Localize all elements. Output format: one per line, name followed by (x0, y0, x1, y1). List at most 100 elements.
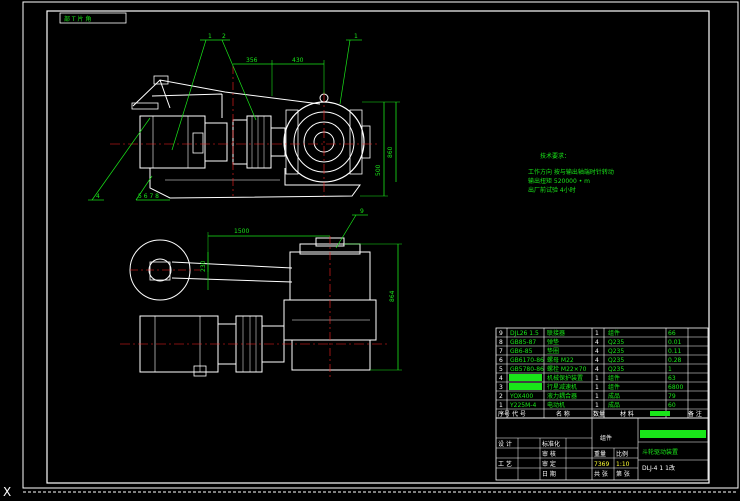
assembly-label: 组件 (600, 434, 612, 442)
dim-1500-text: 1500 (234, 228, 249, 235)
gearbox-bottom (291, 339, 371, 371)
tb-sheet-no: 第 张 (616, 470, 630, 478)
part-no: 3 (499, 384, 503, 391)
part-name: 螺母 M22 (547, 356, 574, 364)
corner-x-mark: X (3, 485, 11, 499)
dim-430-text: 430 (292, 57, 304, 64)
part-no: 6 (499, 357, 503, 364)
plan-view: 1500 230 864 9 (120, 208, 402, 380)
tb-standardize: 标准化 (542, 440, 560, 448)
part-material: 成品 (608, 401, 620, 409)
part-code: DJL26 1.5 (510, 330, 539, 337)
header-qty: 数量 (593, 410, 605, 418)
tb-date: 日 期 (542, 470, 556, 478)
leader-1-right: 1 (354, 33, 358, 40)
motor-body (139, 115, 206, 169)
drawing-name-bar (640, 430, 706, 438)
coupling-left (232, 119, 248, 165)
tb-process: 工 艺 (498, 460, 512, 468)
dim-500-text: 500 (375, 164, 382, 176)
leader-2-top: 2 (222, 33, 226, 40)
part-name: 联接器 (547, 329, 565, 337)
part-name: 机械保护装置 (547, 374, 583, 382)
dim-230-text: 230 (200, 260, 207, 272)
header-name: 名 称 (556, 410, 570, 418)
part-code: GB6170-86 (510, 357, 544, 364)
tb-scale: 1:10 (616, 461, 630, 468)
part-qty: 1 (595, 402, 599, 409)
part-no: 9 (499, 330, 503, 337)
part-material: 组件 (608, 374, 620, 382)
part-name: 垫圈 (547, 347, 559, 355)
part-qty: 4 (595, 366, 599, 373)
drawing-name: 斗轮驱动装置 (642, 448, 678, 456)
header-note: 备 注 (688, 410, 702, 418)
tech-requirements: 技术要求： 工作方向 按与输出轴端时针转动 输出扭矩 520000 • m 出厂… (528, 152, 614, 194)
part-code: GB6-85 (510, 348, 533, 355)
part-qty: 4 (595, 348, 599, 355)
dim-864-text: 864 (389, 290, 396, 302)
tb-scale-label: 比例 (616, 450, 628, 458)
leader-4: 4 (96, 193, 100, 200)
part-mass: 0.11 (668, 348, 682, 355)
leader-1-top: 1 (208, 33, 212, 40)
tb-sheets: 共 张 (594, 470, 608, 478)
tb-weight: 7369 (594, 461, 609, 468)
part-material: 组件 (608, 329, 620, 337)
part-name: 螺栓 M22×70 (547, 365, 587, 373)
part-name: 液力耦合器 (547, 392, 577, 400)
part-mass: 0.01 (668, 339, 682, 346)
motor-base (149, 168, 361, 199)
tech-line-2: 输出扭矩 520000 • m (528, 177, 590, 185)
part-mass: 6800 (668, 384, 683, 391)
part-qty: 1 (595, 330, 599, 337)
motor-flange (204, 122, 228, 162)
part-material: Q235 (608, 348, 624, 355)
part-name: 电动机 (547, 401, 565, 409)
part-no: 8 (499, 339, 503, 346)
tech-title: 技术要求： (540, 152, 570, 160)
inner-drawing-frame (46, 10, 710, 484)
tb-design: 设 计 (498, 440, 512, 448)
tb-weight-label: 重量 (594, 450, 606, 458)
part-mass: 0.28 (668, 357, 682, 364)
part-qty: 1 (595, 393, 599, 400)
part-mass: 60 (668, 402, 676, 409)
part-qty: 4 (595, 339, 599, 346)
title-block: 组件 斗轮驱动装置 DLJ-4 1 1改 设 计 标准化 审 核 工 艺 审 定… (495, 417, 709, 481)
part-mass: 79 (668, 393, 676, 400)
row4-highlight (509, 374, 542, 381)
part-qty: 1 (595, 375, 599, 382)
part-code: GB5780-86 (510, 366, 544, 373)
dim-356-text: 356 (246, 57, 258, 64)
part-no: 5 (499, 366, 503, 373)
row3-highlight (509, 383, 542, 390)
dim-860-text: 860 (387, 146, 394, 158)
part-no: 4 (499, 375, 503, 382)
part-code: YOX400 (509, 393, 533, 400)
elevation-view: 356 430 500 860 1 2 1 4 5 6 7 8 (88, 33, 400, 201)
parts-list: 9 DJL26 1.5 联接器 1 组件 66 8 GB85-87 弹垫 4 Q… (495, 327, 709, 419)
outer-sheet-border (22, 1, 739, 489)
part-mass: 1 (668, 366, 672, 373)
part-material: 成品 (608, 392, 620, 400)
tb-approve: 审 定 (542, 460, 556, 468)
tech-line-1: 工作方向 按与输出轴端时针转动 (528, 168, 614, 176)
header-code: 代 号 (512, 410, 526, 418)
torque-arm (171, 261, 293, 283)
part-name: 行星减速机 (547, 383, 577, 391)
part-code: GB85-87 (510, 339, 536, 346)
part-mass: 66 (668, 330, 676, 337)
part-material: Q235 (608, 366, 624, 373)
tb-review: 审 核 (542, 450, 556, 458)
part-material: Q235 (608, 357, 624, 364)
part-no: 1 (499, 402, 503, 409)
part-code: Y225M-4 (509, 402, 536, 409)
part-qty: 1 (595, 384, 599, 391)
sheet-tag-box (59, 12, 127, 24)
support-arm (132, 79, 321, 118)
tech-line-3: 出厂前试验 4小时 (528, 186, 576, 194)
header-no: 序号 (498, 410, 510, 418)
part-name: 弹垫 (547, 338, 559, 346)
